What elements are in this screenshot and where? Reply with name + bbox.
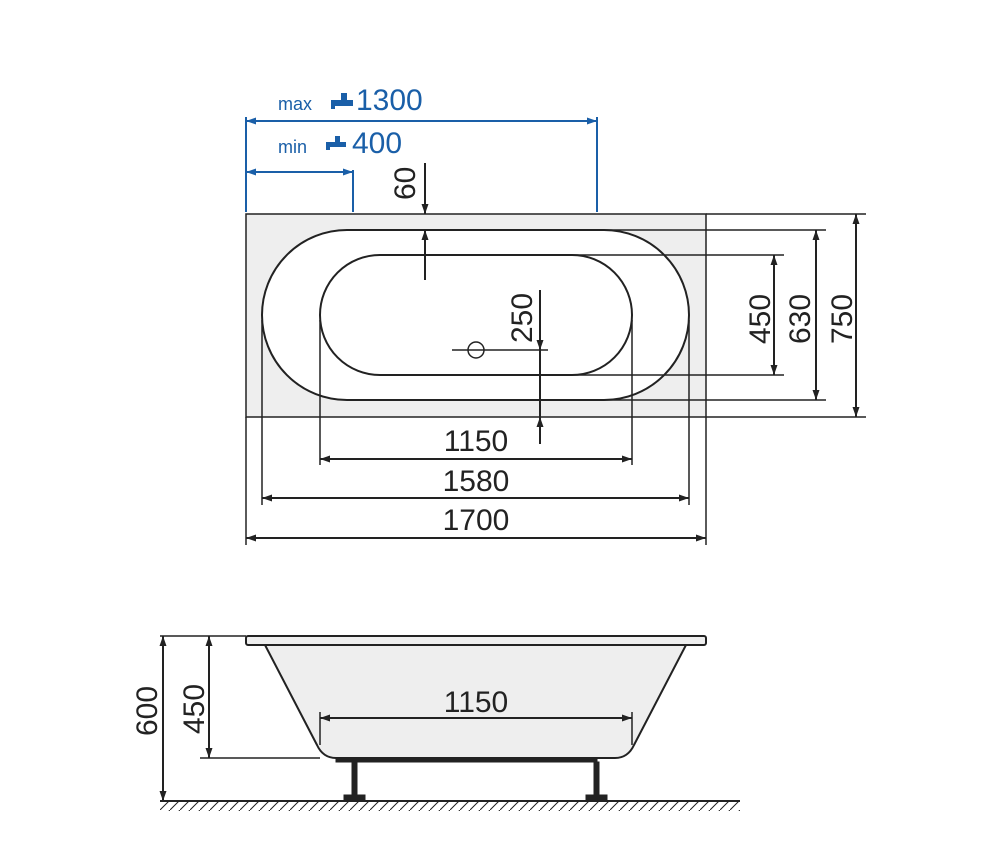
top-view: max 1300 min 400 60 250 [245,84,866,545]
max-label: max [278,94,312,114]
edge-to-bowl-value: 60 [389,167,422,200]
width-dimensions [770,214,860,417]
rim-width-value: 630 [784,294,817,344]
faucet-range-dimensions [245,117,598,212]
width-extension-lines [245,213,866,545]
tub-rim-side [245,635,707,646]
tub-depth-value: 450 [178,684,211,734]
drain-offset-value: 250 [506,293,539,343]
outer-width-value: 750 [826,294,859,344]
length-dimensions [246,455,706,542]
tub-body-side [263,644,688,759]
tub-legs [335,757,608,801]
bowl-outline [319,254,633,376]
side-view: 600 450 1150 [131,635,740,811]
drain-icon [452,341,548,359]
min-label: min [278,137,307,157]
bottom-length-value: 1150 [444,686,509,719]
max-value: 1300 [356,84,423,117]
min-value: 400 [352,127,402,160]
outer-length-value: 1700 [443,504,510,537]
faucet-icon [331,93,353,109]
rim-length-value: 1580 [443,465,510,498]
height-dimensions [159,636,632,801]
faucet-icon [326,136,346,150]
total-height-value: 600 [131,686,164,736]
floor-hatch [160,802,740,811]
inner-length-value: 1150 [444,425,509,458]
inner-width-value: 450 [744,294,777,344]
